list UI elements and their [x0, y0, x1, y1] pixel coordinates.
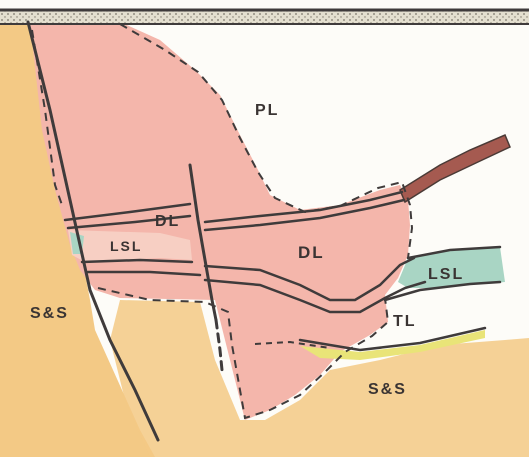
label-ss-right: S&S [368, 381, 407, 398]
label-ss-left: S&S [30, 305, 69, 322]
fault-vertical-dashed [216, 320, 222, 370]
fault-band [400, 135, 510, 202]
label-pl: PL [255, 102, 279, 119]
label-lsl-right: LSL [428, 266, 464, 283]
label-dl-upper: DL [155, 213, 180, 230]
surface-band-dots [0, 10, 529, 24]
label-tl: TL [393, 313, 417, 330]
label-lsl-left: LSL [110, 238, 142, 254]
label-dl-main: DL [298, 243, 325, 262]
